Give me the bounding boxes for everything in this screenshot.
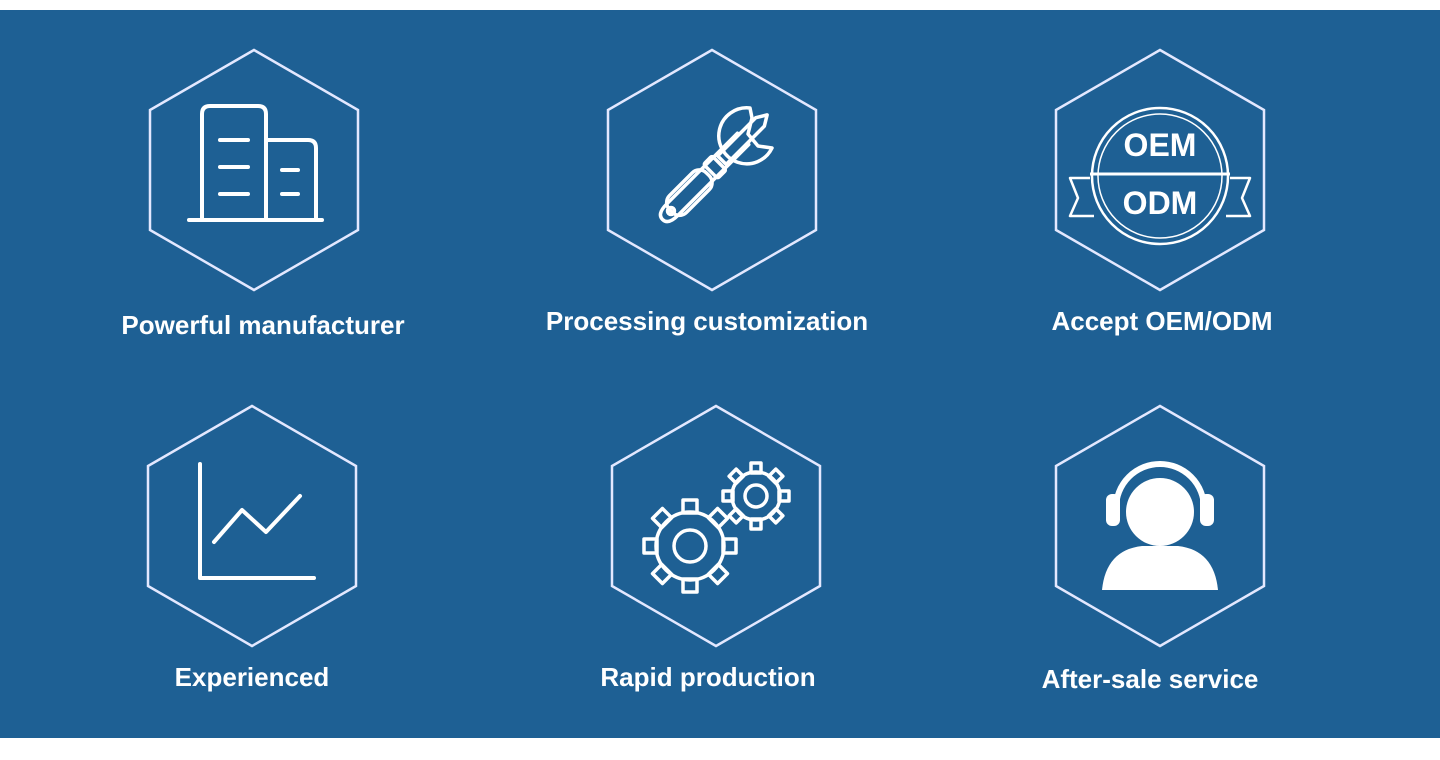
- feature-label: After-sale service: [1041, 664, 1259, 694]
- feature-after-sale-service: [1050, 404, 1270, 654]
- badge-bottom-text: ODM: [1123, 185, 1198, 221]
- line-chart-icon: [198, 462, 316, 580]
- building-icon: [187, 104, 324, 222]
- headset-support-icon: [1102, 461, 1218, 590]
- features-panel: Powerful manufacturer Processing custom: [0, 10, 1440, 738]
- feature-label: Rapid production: [600, 662, 816, 692]
- wrench-screwdriver-icon: [658, 106, 774, 224]
- oem-odm-badge-icon: [1068, 106, 1252, 246]
- badge-top-text: OEM: [1124, 127, 1197, 163]
- gears-icon: [642, 461, 791, 594]
- feature-powerful-manufacturer: [144, 48, 364, 298]
- feature-label: Processing customization: [545, 306, 869, 336]
- feature-processing-customization: [602, 48, 822, 298]
- feature-accept-oem-odm: OEM ODM: [1050, 48, 1270, 298]
- feature-label: Powerful manufacturer: [121, 310, 405, 340]
- feature-label: Experienced: [174, 662, 330, 692]
- feature-experienced: [142, 404, 362, 654]
- feature-label: Accept OEM/ODM: [1051, 306, 1273, 336]
- feature-rapid-production: [606, 404, 826, 654]
